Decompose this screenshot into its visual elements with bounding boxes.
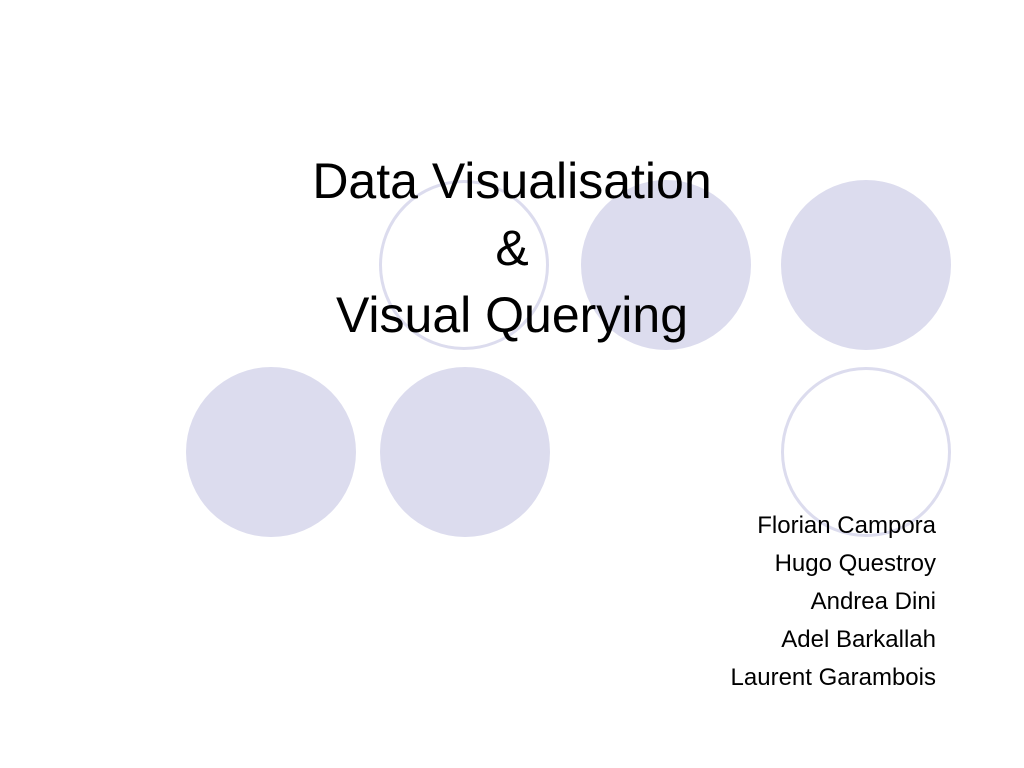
filled-circle-decoration <box>581 180 751 350</box>
slide-title: Data Visualisation & Visual Querying <box>200 148 824 349</box>
author-name: Florian Campora <box>757 512 936 539</box>
filled-circle-decoration <box>781 180 951 350</box>
title-line: & <box>495 220 529 276</box>
author-name: Laurent Garambois <box>730 664 936 691</box>
author-name: Andrea Dini <box>810 588 936 615</box>
title-line: Data Visualisation <box>312 153 712 209</box>
filled-circle-decoration <box>186 367 356 537</box>
title-line: Visual Querying <box>335 287 689 343</box>
outline-circle-decoration <box>379 180 549 350</box>
outline-circle-decoration <box>781 367 951 537</box>
filled-circle-decoration <box>380 367 550 537</box>
author-name: Hugo Questroy <box>774 550 936 577</box>
author-name: Adel Barkallah <box>781 626 936 653</box>
author-list: Florian Campora Hugo Questroy Andrea Din… <box>731 507 936 697</box>
